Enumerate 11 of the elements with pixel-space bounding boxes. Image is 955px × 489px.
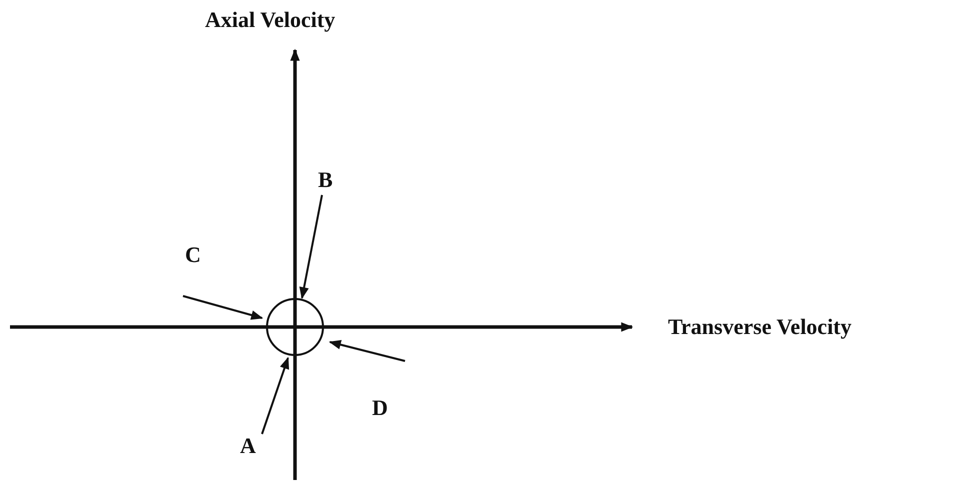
- arrow: [182, 295, 264, 320]
- arrow: [261, 356, 290, 434]
- point-label: B: [318, 168, 333, 192]
- point-label: D: [372, 396, 388, 420]
- axis-label: Axial Velocity: [205, 8, 336, 32]
- point-label: C: [185, 243, 201, 267]
- target-circle: [266, 298, 324, 356]
- arrow: [299, 194, 323, 300]
- axis-label: Transverse Velocity: [668, 315, 852, 339]
- arrow: [328, 340, 406, 362]
- point-label: A: [240, 434, 256, 458]
